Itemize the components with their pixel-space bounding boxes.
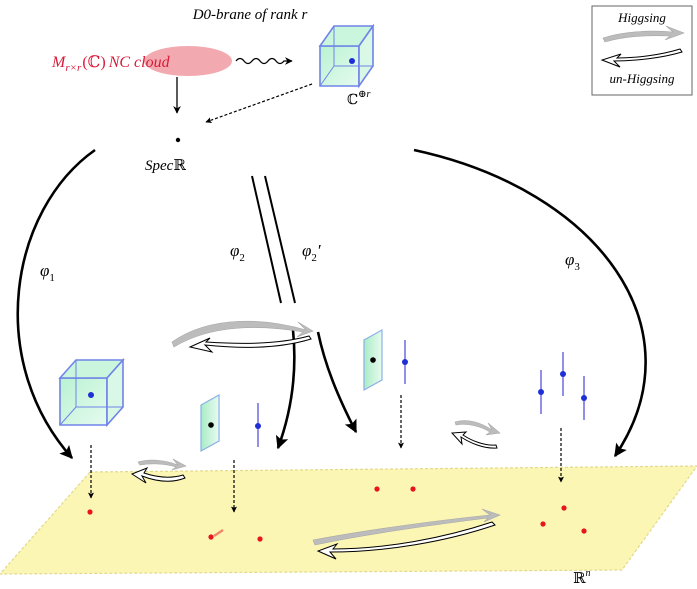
nc-cloud-shape [144,46,232,76]
rn-plane [0,465,697,575]
d-brane-mid-dot [255,423,261,429]
d-brane-right-b-dot [560,371,566,377]
red-point [87,509,93,515]
phi3-symbol: φ [565,250,574,269]
phi1-label: φ1 [40,261,55,284]
d-brane-right-c-dot [581,395,587,401]
unhiggs-arrow-bottom [316,521,496,560]
phi2-double-line-a [251,175,282,304]
cr-label: ℂ⊕r [347,89,371,108]
phi1-symbol: φ [40,261,49,280]
phi2p-prime: ′ [317,241,321,260]
phi2-arrow [275,329,296,450]
phi2p-sub: 2 [311,252,317,264]
phi2-sub: 2 [239,252,245,264]
cube-to-spec-dashed-arrow [205,83,313,124]
red-point [208,534,214,540]
unhiggs-arrow-left [130,466,186,484]
cr-base: ℂ [347,92,358,108]
red-point [374,486,380,492]
rn-label: ℝn [573,568,590,587]
nc-field: (ℂ) [82,54,105,71]
red-point-motion [213,529,224,537]
cr-sup: ⊕r [358,89,370,100]
phi1-arrow [16,148,96,459]
legend-unhiggsing-label: un-Higgsing [610,71,676,86]
spec-point [175,137,181,143]
phi2p-label: φ2′ [302,241,321,264]
rn-sup: n [585,568,590,579]
red-point [257,536,263,542]
phi3-sub: 3 [574,261,580,273]
phi3-arrow [413,148,647,458]
nc-subscript: r×r [65,62,82,74]
higgs-arrow-top [171,320,314,348]
rn-base: ℝ [573,569,586,587]
cube-left-dot [88,392,94,398]
red-point [540,521,546,527]
cube-left [58,357,125,428]
spec-prefix: Spec [145,158,174,174]
higgs-arrow-bottom [312,508,501,546]
phi2-double-line-b [264,175,296,304]
red-point [410,486,416,492]
phi2p-symbol: φ [302,241,311,260]
phi2-label: φ2 [230,241,245,264]
sheet-upper-dot [370,357,376,363]
nc-matrix: M [51,54,67,71]
d-brane-right-a-dot [538,389,544,395]
spec-label: Specℝ [145,156,186,174]
phi3-label: φ3 [565,250,580,273]
d-brane-upper-dot [402,359,408,365]
sheet-middle-dot [208,422,214,428]
unhiggs-arrow-top [188,335,312,353]
title-text: D0-brane of rank r [192,7,308,23]
phi2-symbol: φ [230,241,239,260]
cube-top [318,23,375,89]
higgs-arrow-left [137,458,187,471]
nc-cloud-label: Mr×r(ℂ)NC cloud [51,54,171,74]
legend-higgsing-arrow [602,25,685,43]
higgs-arrow-right [454,420,501,436]
legend-unhiggsing-arrow [600,48,683,68]
wavy-arrow [235,57,293,65]
spec-field: ℝ [173,156,186,174]
legend-higgsing-label: Higgsing [617,10,666,25]
phi2p-arrow [316,331,358,434]
nc-cloud-text: NC cloud [108,54,171,71]
cube-top-dot [349,58,355,64]
phi1-sub: 1 [49,272,55,284]
red-point [561,505,567,511]
red-point [581,528,587,534]
unhiggs-arrow-right [450,431,498,449]
